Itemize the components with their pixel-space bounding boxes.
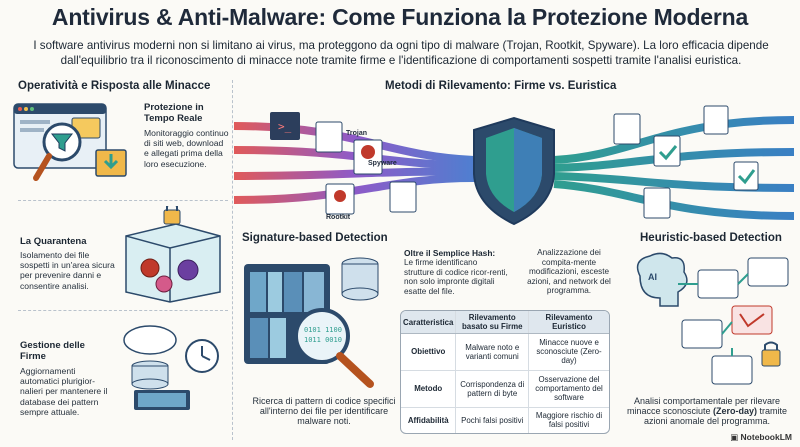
table-row: Affidabilità Pochi falsi positivi Maggio… xyxy=(401,406,609,433)
intro-paragraph: I software antivirus moderni non si limi… xyxy=(33,39,769,67)
divider-left-1 xyxy=(18,200,228,201)
divider-left xyxy=(232,80,233,440)
table-cell: Maggiore rischio di falsi positivi xyxy=(528,406,609,433)
quarantine-text: Isolamento dei file sospetti in un'area … xyxy=(20,250,115,291)
table-cell: Corrispondenza di pattern di byte xyxy=(455,369,529,408)
table-cell: Obiettivo xyxy=(401,333,456,371)
table-header-row: Caratteristica Rilevamento basato su Fir… xyxy=(401,311,609,334)
table-cell: Minacce nuove e sconosciute (Zero-day) xyxy=(528,333,609,371)
realtime-title: Protezione in Tempo Reale xyxy=(144,102,204,124)
table-cell: Metodo xyxy=(401,369,456,408)
divider-left-2 xyxy=(18,310,228,311)
page-title: Antivirus & Anti-Malware: Come Funziona … xyxy=(51,4,749,30)
browser-funnel-illustration xyxy=(13,103,127,181)
table-cell: Malware noto e varianti comuni xyxy=(455,333,529,371)
heuristic-caption-pre: Analisi comportamentale per rilevare min… xyxy=(626,396,781,417)
analysis-text: Analizzazione dei compita-mente modifica… xyxy=(527,248,611,296)
spyware-label: Spyware xyxy=(368,160,397,167)
notebooklm-watermark: ▣ NotebookLM xyxy=(730,432,792,443)
quarantine-box-illustration xyxy=(125,206,221,303)
svg-text:AI: AI xyxy=(648,272,657,282)
comparison-table: Caratteristica Rilevamento basato su Fir… xyxy=(400,310,610,434)
library-magnifier-illustration: 0101 1100 1011 0010 xyxy=(244,257,379,388)
notebooklm-logo-icon: ▣ xyxy=(730,432,739,442)
signature-caption: Ricerca di pattern di codice specifici a… xyxy=(252,396,396,427)
table-header: Caratteristica xyxy=(401,311,456,334)
footer-text: NotebookLM xyxy=(740,432,792,442)
heuristic-caption-post: tramite azioni anomale del programma. xyxy=(643,406,788,427)
svg-text:>_: >_ xyxy=(278,120,292,133)
methods-heading: Metodi di Rilevamento: Firme vs. Euristi… xyxy=(385,80,617,92)
realtime-text: Monitoraggio continuo di siti web, downl… xyxy=(144,128,229,169)
heuristic-caption: Analisi comportamentale per rilevare min… xyxy=(622,396,792,427)
table-cell: Affidabilità xyxy=(401,406,456,433)
heuristic-caption-bold: (Zero-day) xyxy=(713,406,758,417)
cloud-database-illustration xyxy=(123,325,219,410)
table-row: Obiettivo Malware noto e varianti comuni… xyxy=(401,333,609,371)
table-header: Rilevamento Euristico xyxy=(528,311,609,334)
table-cell: Pochi falsi positivi xyxy=(455,406,529,433)
hash-text: Le firme identificano strutture di codic… xyxy=(404,258,508,296)
heuristic-heading: Heuristic-based Detection xyxy=(640,232,782,244)
hash-title: Oltre il Semplice Hash: xyxy=(404,248,496,258)
signatures-title: Gestione delle Firme xyxy=(20,340,85,362)
detection-flow-illustration: >_ xyxy=(234,105,794,226)
table-cell: Osservazione del comportamento del softw… xyxy=(528,369,609,408)
trojan-label: Trojan xyxy=(346,130,368,137)
brain-network-illustration: AI xyxy=(636,252,789,385)
rootkit-label: Rootkit xyxy=(326,214,351,221)
signatures-text: Aggiornamenti automatici plurigior-nalie… xyxy=(20,366,108,417)
quarantine-title: La Quarantena xyxy=(20,236,87,247)
left-heading: Operatività e Risposta alle Minacce xyxy=(18,80,211,92)
table-header: Rilevamento basato su Firme xyxy=(455,311,529,334)
signature-heading: Signature-based Detection xyxy=(242,232,388,244)
svg-text:1011 0010: 1011 0010 xyxy=(304,336,342,344)
table-row: Metodo Corrispondenza di pattern di byte… xyxy=(401,369,609,408)
svg-text:0101 1100: 0101 1100 xyxy=(304,326,342,334)
